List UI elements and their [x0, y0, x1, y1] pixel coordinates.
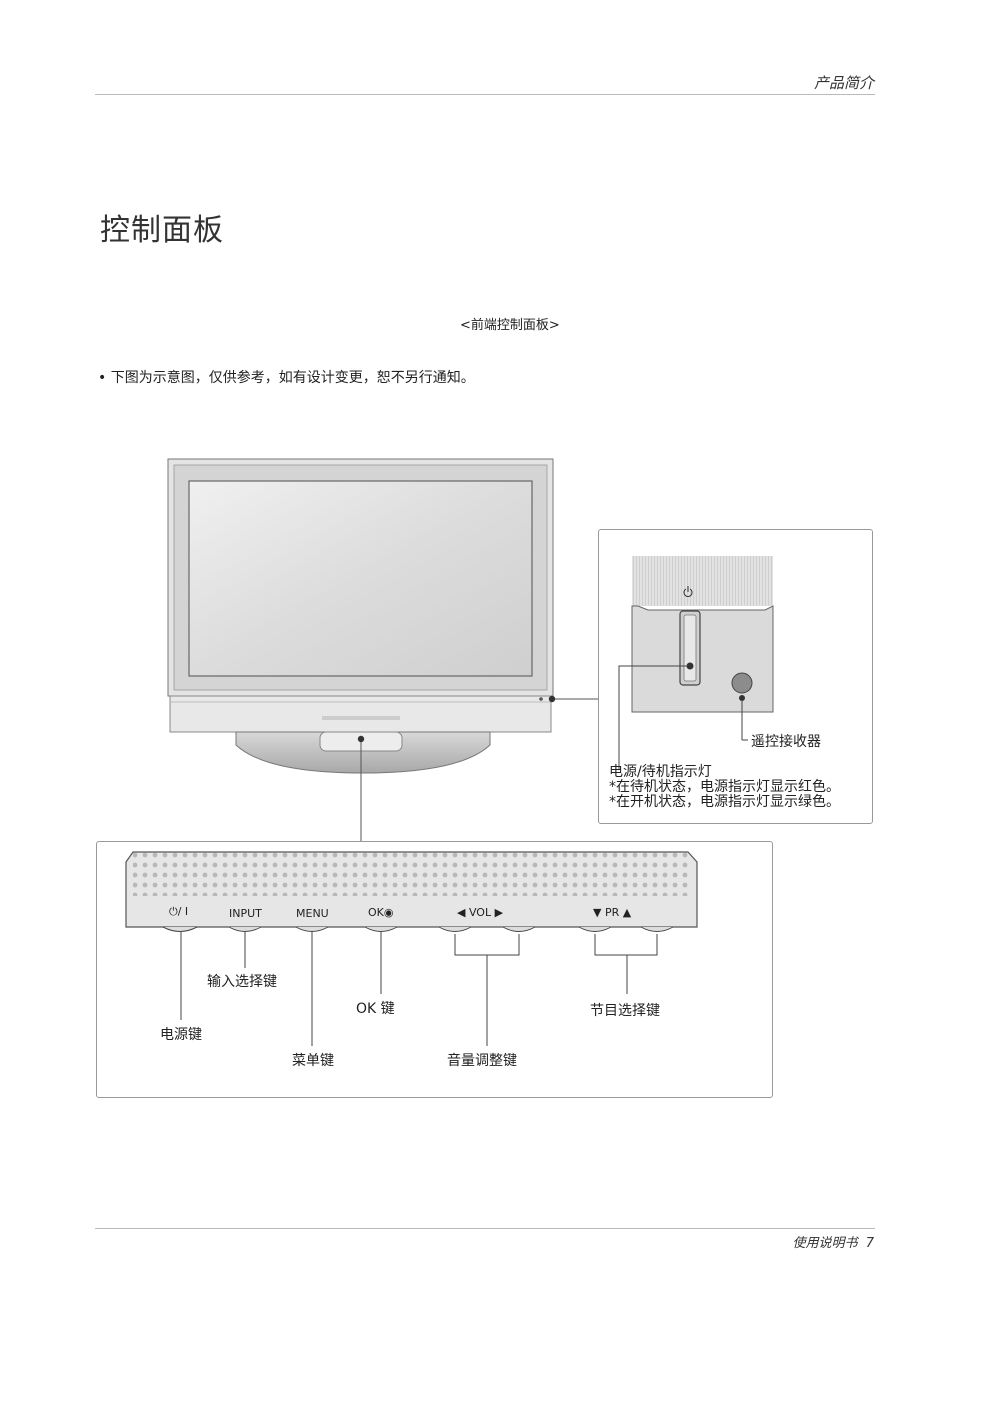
button-detail-box	[96, 841, 773, 1098]
standby-note: *在待机状态，电源指示灯显示红色。	[609, 779, 840, 795]
power-key-label: 电源键	[160, 1027, 202, 1043]
input-select-label: 输入选择键	[207, 974, 277, 990]
page-number: 7	[865, 1236, 874, 1251]
figure-caption: <前端控制面板>	[460, 318, 560, 333]
ok-key-label: OK 键	[356, 1001, 395, 1017]
program-key-label: 节目选择键	[590, 1003, 660, 1019]
header-section: 产品简介	[813, 74, 874, 92]
program-button-symbol: ▼ PR ▲	[593, 906, 632, 919]
volume-key-label: 音量调整键	[447, 1053, 517, 1069]
menu-key-label: 菜单键	[292, 1053, 334, 1069]
page-title: 控制面板	[100, 213, 224, 248]
on-note: *在开机状态，电源指示灯显示绿色。	[609, 794, 840, 810]
disclaimer-note: • 下图为示意图，仅供参考，如有设计变更，恕不另行通知。	[98, 370, 475, 386]
footer-title: 使用说明书	[792, 1236, 858, 1251]
power-indicator-label: 电源/待机指示灯	[609, 764, 712, 780]
indicator-closeup	[618, 556, 774, 770]
indicator-detail-box	[598, 529, 873, 824]
ok-button-symbol: OK◉	[368, 906, 394, 919]
header-divider	[95, 94, 875, 95]
remote-receiver-label: 遥控接收器	[751, 734, 821, 750]
tv-illustration	[167, 458, 556, 774]
footer-divider	[95, 1228, 875, 1229]
volume-button-symbol: ◀ VOL ▶	[457, 906, 504, 919]
power-button-symbol: ⏻/ I	[169, 905, 189, 918]
footer: 使用说明书 7	[792, 1232, 874, 1251]
input-button-symbol: INPUT	[229, 907, 262, 920]
button-panel-closeup	[125, 851, 698, 1046]
menu-button-symbol: MENU	[296, 907, 329, 920]
